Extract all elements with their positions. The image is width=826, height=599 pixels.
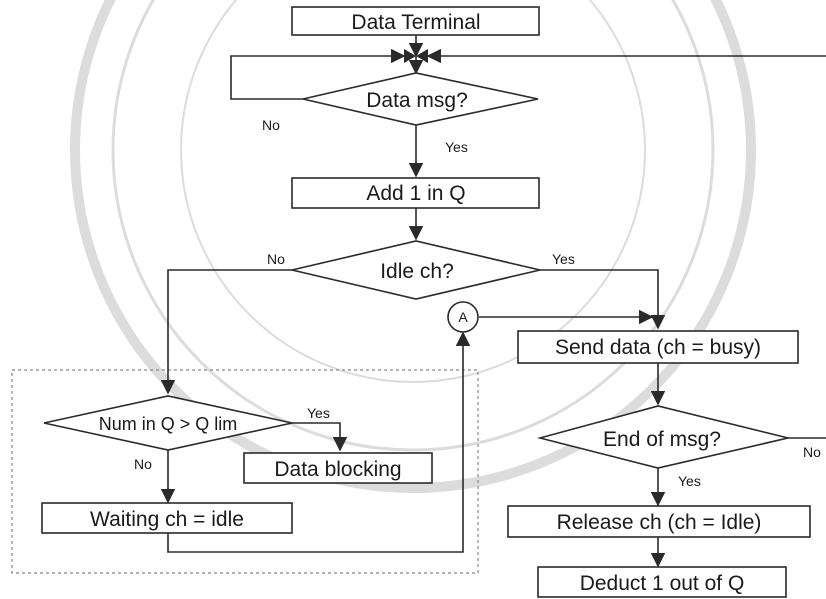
idle-channel-label: Idle ch?	[380, 260, 454, 283]
add-to-queue-label: Add 1 in Q	[366, 182, 465, 205]
node-queue-check-decision: Num in Q > Q lim	[43, 395, 293, 451]
node-idle-channel-decision: Idle ch?	[291, 240, 541, 300]
edge-label-data-msg-yes: Yes	[445, 139, 468, 155]
flow-edges	[160, 35, 826, 568]
release-channel-label: Release ch (ch = Idle)	[557, 511, 762, 534]
node-end-of-msg-decision: End of msg?	[536, 405, 789, 469]
edge-label-queue-no: No	[134, 456, 152, 472]
node-send-data: Send data (ch = busy)	[517, 330, 799, 364]
end-of-msg-label: End of msg?	[603, 428, 721, 451]
node-waiting: Waiting ch = idle	[41, 502, 293, 534]
node-data-terminal: Data Terminal	[291, 6, 540, 36]
edge-label-idle-yes: Yes	[552, 251, 575, 267]
deduct-label: Deduct 1 out of Q	[580, 572, 745, 595]
edge-label-end-no: No	[803, 444, 821, 460]
edge-label-data-msg-no: No	[262, 117, 280, 133]
edge-label-idle-no: No	[267, 251, 285, 267]
watermark-seal	[70, 0, 756, 493]
queue-check-label: Num in Q > Q lim	[99, 414, 238, 434]
node-add-to-queue: Add 1 in Q	[291, 177, 540, 209]
connector-a: A	[447, 301, 479, 333]
connector-a-label: A	[458, 309, 468, 325]
node-release-channel: Release ch (ch = Idle)	[507, 505, 811, 538]
waiting-label: Waiting ch = idle	[90, 508, 244, 531]
data-terminal-label: Data Terminal	[351, 11, 480, 34]
edge-label-queue-yes: Yes	[307, 405, 330, 421]
data-msg-label: Data msg?	[366, 89, 468, 112]
node-data-blocking: Data blocking	[243, 452, 433, 484]
merge-junction-icon	[404, 49, 428, 63]
node-data-msg-decision: Data msg?	[302, 72, 539, 126]
edge-label-end-yes: Yes	[678, 473, 701, 489]
queue-region-border	[11, 369, 479, 574]
send-data-label: Send data (ch = busy)	[555, 336, 761, 359]
node-deduct: Deduct 1 out of Q	[537, 566, 787, 598]
data-blocking-label: Data blocking	[274, 458, 401, 481]
